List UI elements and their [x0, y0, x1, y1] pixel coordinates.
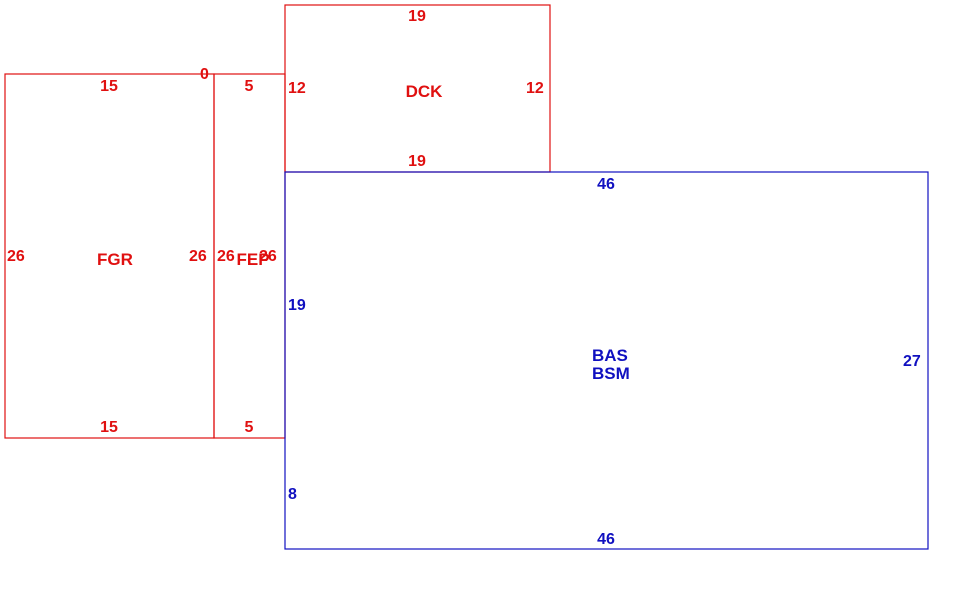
area-fgr[interactable]: 15 15 26 26 0 FGR: [4, 66, 215, 439]
fgr-top-dimension: 15: [100, 78, 118, 95]
fgr-area-code: FGR: [97, 250, 133, 269]
area-fep[interactable]: 5 5 26 26 FEP: [213, 73, 286, 439]
bas-area-code: BAS: [592, 346, 628, 365]
fep-top-dimension: 5: [245, 78, 254, 95]
bas-left-upper-dimension: 19: [288, 297, 306, 314]
bas-top-dimension: 46: [597, 176, 615, 193]
dck-top-dimension: 19: [408, 8, 426, 25]
area-bas[interactable]: 46 46 19 8 27 BAS BSM: [284, 171, 929, 550]
dck-bottom-dimension: 19: [408, 153, 426, 170]
fgr-corner-dimension: 0: [200, 66, 209, 83]
dck-area-code: DCK: [406, 82, 444, 101]
fep-bottom-dimension: 5: [245, 419, 254, 436]
dck-left-dimension: 12: [288, 80, 306, 97]
fgr-right-dimension: 26: [189, 248, 207, 265]
bas-left-lower-dimension: 8: [288, 486, 297, 503]
bsm-area-code: BSM: [592, 364, 630, 383]
bas-bottom-dimension: 46: [597, 531, 615, 548]
fgr-bottom-dimension: 15: [100, 419, 118, 436]
bas-outline: [284, 171, 929, 550]
dck-right-dimension: 12: [526, 80, 544, 97]
bas-right-dimension: 27: [903, 353, 921, 370]
fgr-left-dimension: 26: [7, 248, 25, 265]
fep-area-code: FEP: [236, 250, 269, 269]
area-dck[interactable]: 19 19 12 12 DCK: [284, 4, 551, 173]
fep-right-dimension: 26: [259, 248, 277, 265]
fep-left-dimension: 26: [217, 248, 235, 265]
